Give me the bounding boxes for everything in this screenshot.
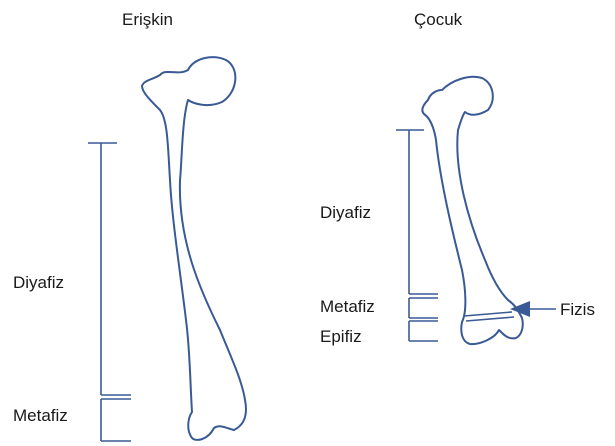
child-epiphysis-bracket <box>409 321 438 341</box>
adult-title: Erişkin <box>122 10 173 29</box>
adult-diaphysis-bracket <box>88 143 131 395</box>
adult-diaphysis-label: Diyafiz <box>13 273 64 292</box>
child-diaphysis-bracket <box>396 130 438 294</box>
child-title: Çocuk <box>414 10 463 29</box>
child-epiphysis-label: Epifiz <box>320 327 362 346</box>
child-metaphysis-bracket <box>409 298 438 318</box>
child-femur-outline <box>422 77 522 344</box>
child-metaphysis-label: Metafiz <box>320 297 375 316</box>
child-diaphysis-label: Diyafiz <box>320 203 371 222</box>
adult-femur-outline <box>142 57 246 440</box>
adult-metaphysis-bracket <box>101 399 131 441</box>
child-physis-label: Fizis <box>560 300 595 319</box>
adult-metaphysis-label: Metafiz <box>13 406 68 425</box>
